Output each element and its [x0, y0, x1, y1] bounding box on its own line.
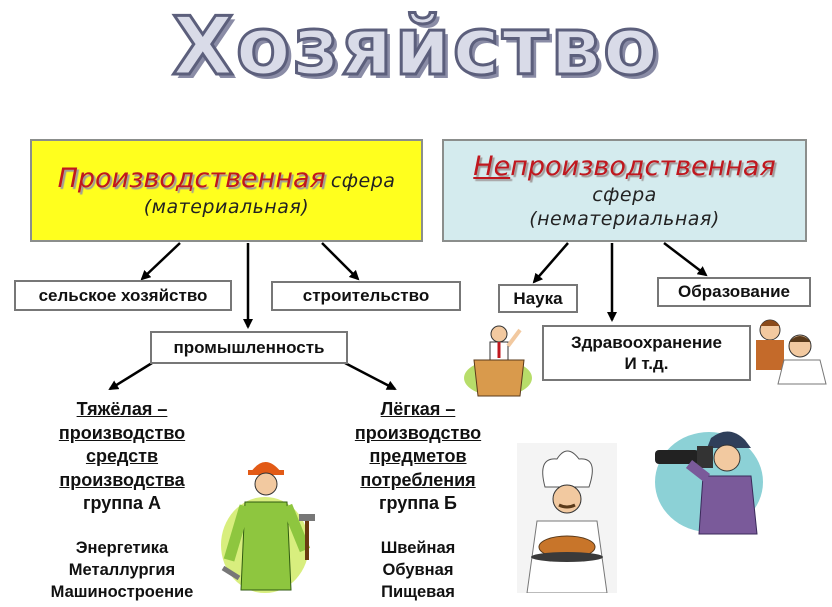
heavy-group: группа А	[82, 493, 162, 513]
nonproductive-prefix: Не	[473, 151, 511, 182]
light-example-item: Обувная	[382, 561, 454, 579]
light-example-item: Швейная	[380, 539, 456, 557]
productive-sphere-box: Производственная сфера (материальная)	[30, 139, 423, 242]
heavy-examples: Энергетика Металлургия Машиностроение	[20, 537, 224, 603]
nonproductive-sphere-name: производственная	[510, 151, 776, 182]
construction-node: строительство	[271, 281, 461, 311]
light-line1: производство	[354, 422, 482, 443]
agriculture-node: сельское хозяйство	[14, 280, 232, 311]
arrow-to-science	[532, 242, 569, 284]
arrow-to-heavy	[108, 361, 153, 391]
light-line2: предметов	[369, 446, 467, 466]
heavy-line3: производства	[59, 469, 185, 490]
heavy-line2: средств	[85, 446, 159, 466]
nonproductive-sphere-type: (нематериальная)	[529, 208, 720, 230]
industry-node: промышленность	[150, 331, 348, 364]
heavy-example-item: Энергетика	[75, 539, 169, 557]
arrow-to-agriculture	[140, 242, 181, 281]
productive-sphere-type: (материальная)	[143, 196, 310, 218]
light-example-item: Пищевая	[381, 583, 455, 601]
nonproductive-sphere-box: Непроизводственная сфера (нематериальная…	[442, 139, 807, 242]
light-group: группа Б	[379, 493, 457, 513]
diagram-title: Хозяйство	[171, 0, 660, 93]
nonproductive-sphere-word: сфера	[592, 184, 657, 206]
barber-clipart	[756, 319, 827, 385]
light-line3: потребления	[360, 469, 476, 490]
chef-clipart	[517, 443, 617, 593]
productive-sphere-word: сфера	[330, 170, 396, 192]
heavy-example-item: Металлургия	[68, 561, 176, 579]
heavy-heading: Тяжёлая –	[76, 399, 168, 419]
education-node: Образование	[657, 277, 811, 307]
light-industry-block: Лёгкая – производство предметов потребле…	[318, 398, 518, 516]
healthcare-node: Здравоохранение И т.д.	[542, 325, 751, 381]
worker-clipart	[221, 462, 315, 593]
arrow-to-education	[663, 242, 708, 277]
arrow-to-light	[344, 361, 397, 391]
light-heading: Лёгкая –	[380, 399, 456, 419]
light-examples: Швейная Обувная Пищевая	[332, 537, 504, 603]
science-node: Наука	[498, 284, 578, 313]
productive-sphere-name: Производственная	[57, 163, 326, 194]
etc-label: И т.д.	[624, 354, 669, 373]
healthcare-label: Здравоохранение	[570, 333, 723, 352]
photographer-clipart	[655, 431, 763, 535]
heavy-line1: производство	[58, 422, 186, 443]
nonproductive-sphere-title: Непроизводственная	[444, 151, 805, 182]
heavy-example-item: Машиностроение	[50, 583, 194, 601]
lecturer-clipart	[464, 325, 532, 397]
heavy-industry-block: Тяжёлая – производство средств производс…	[22, 398, 222, 516]
arrow-to-construction	[321, 242, 360, 281]
